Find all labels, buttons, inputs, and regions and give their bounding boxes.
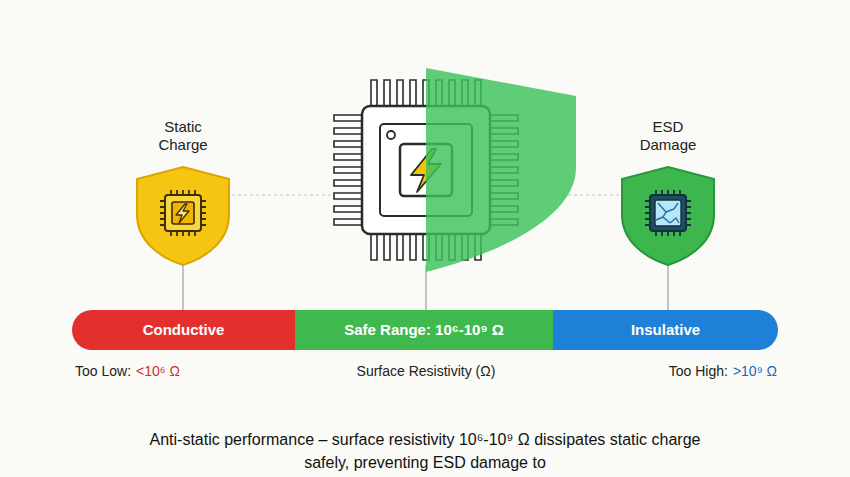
shield-outline <box>133 165 233 265</box>
range-segment: Insulative <box>553 310 778 350</box>
leader-connector <box>183 265 184 310</box>
shield-outline <box>618 165 718 265</box>
range-value: >10⁹ Ω <box>733 362 777 380</box>
shield-shape <box>137 167 229 265</box>
icon-die <box>172 202 194 224</box>
icon-chip <box>165 195 201 231</box>
caption: Anti-static performance – surface resist… <box>140 428 710 474</box>
icon-pins <box>160 190 206 236</box>
chip-pin1-dot <box>387 131 395 139</box>
range-note: Too High: <box>669 362 728 380</box>
range-note: Too Low: <box>75 362 131 380</box>
range-segment: Conductive <box>72 310 295 350</box>
warning-shield: Static Charge <box>133 118 233 265</box>
axis-title: Surface Resistivity (Ω) <box>357 362 496 380</box>
icon-chip <box>650 195 686 231</box>
damage-shield: ESD Damage <box>618 118 718 265</box>
icon-pins <box>645 190 691 236</box>
protection-shield <box>426 68 576 272</box>
icon-die <box>655 200 681 226</box>
segment-label: Conductive <box>72 310 295 350</box>
segment-label: Safe Range: 10⁶-10⁹ Ω <box>295 310 553 350</box>
segment-label: Insulative <box>553 310 778 350</box>
icon-bolt <box>176 204 189 223</box>
shield-shape <box>622 167 714 265</box>
shield-heading: ESD Damage <box>632 118 704 154</box>
shield-heading: Static Charge <box>147 118 219 154</box>
range-segment: Safe Range: 10⁶-10⁹ Ω <box>295 310 553 350</box>
icon-crack <box>656 203 679 223</box>
leader-connector <box>668 265 669 310</box>
range-value: <10⁶ Ω <box>136 362 180 380</box>
